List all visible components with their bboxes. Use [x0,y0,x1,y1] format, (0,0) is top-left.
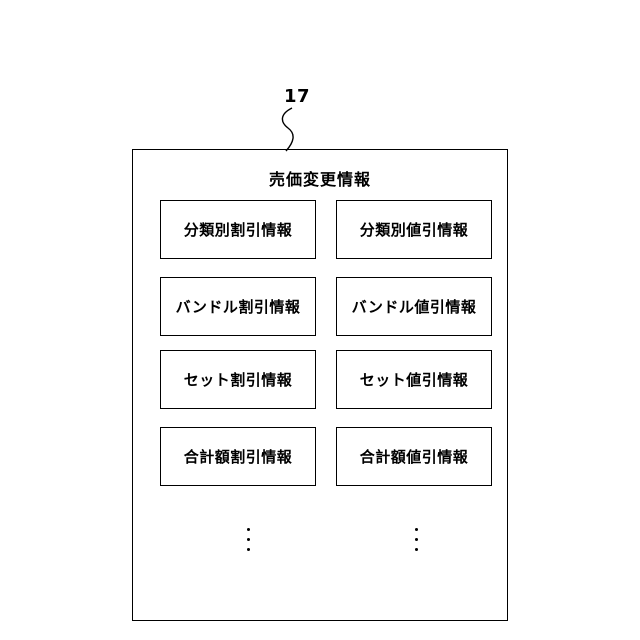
bundle-price-reduction-info-box: バンドル値引情報 [336,277,492,336]
vertical-ellipsis-right [411,528,421,558]
category-price-reduction-info-box: 分類別値引情報 [336,200,492,259]
set-price-reduction-info-box: セット値引情報 [336,350,492,409]
reference-number-label: 17 [280,86,314,107]
set-discount-rate-info-box: セット割引情報 [160,350,316,409]
price-change-info-title: 売価変更情報 [133,166,507,190]
total-amount-discount-rate-info-box: 合計額割引情報 [160,427,316,486]
category-discount-rate-info-box: 分類別割引情報 [160,200,316,259]
vertical-ellipsis-left [243,528,253,558]
reference-leader-line [270,106,300,152]
bundle-discount-rate-info-box: バンドル割引情報 [160,277,316,336]
total-amount-price-reduction-info-box: 合計額値引情報 [336,427,492,486]
